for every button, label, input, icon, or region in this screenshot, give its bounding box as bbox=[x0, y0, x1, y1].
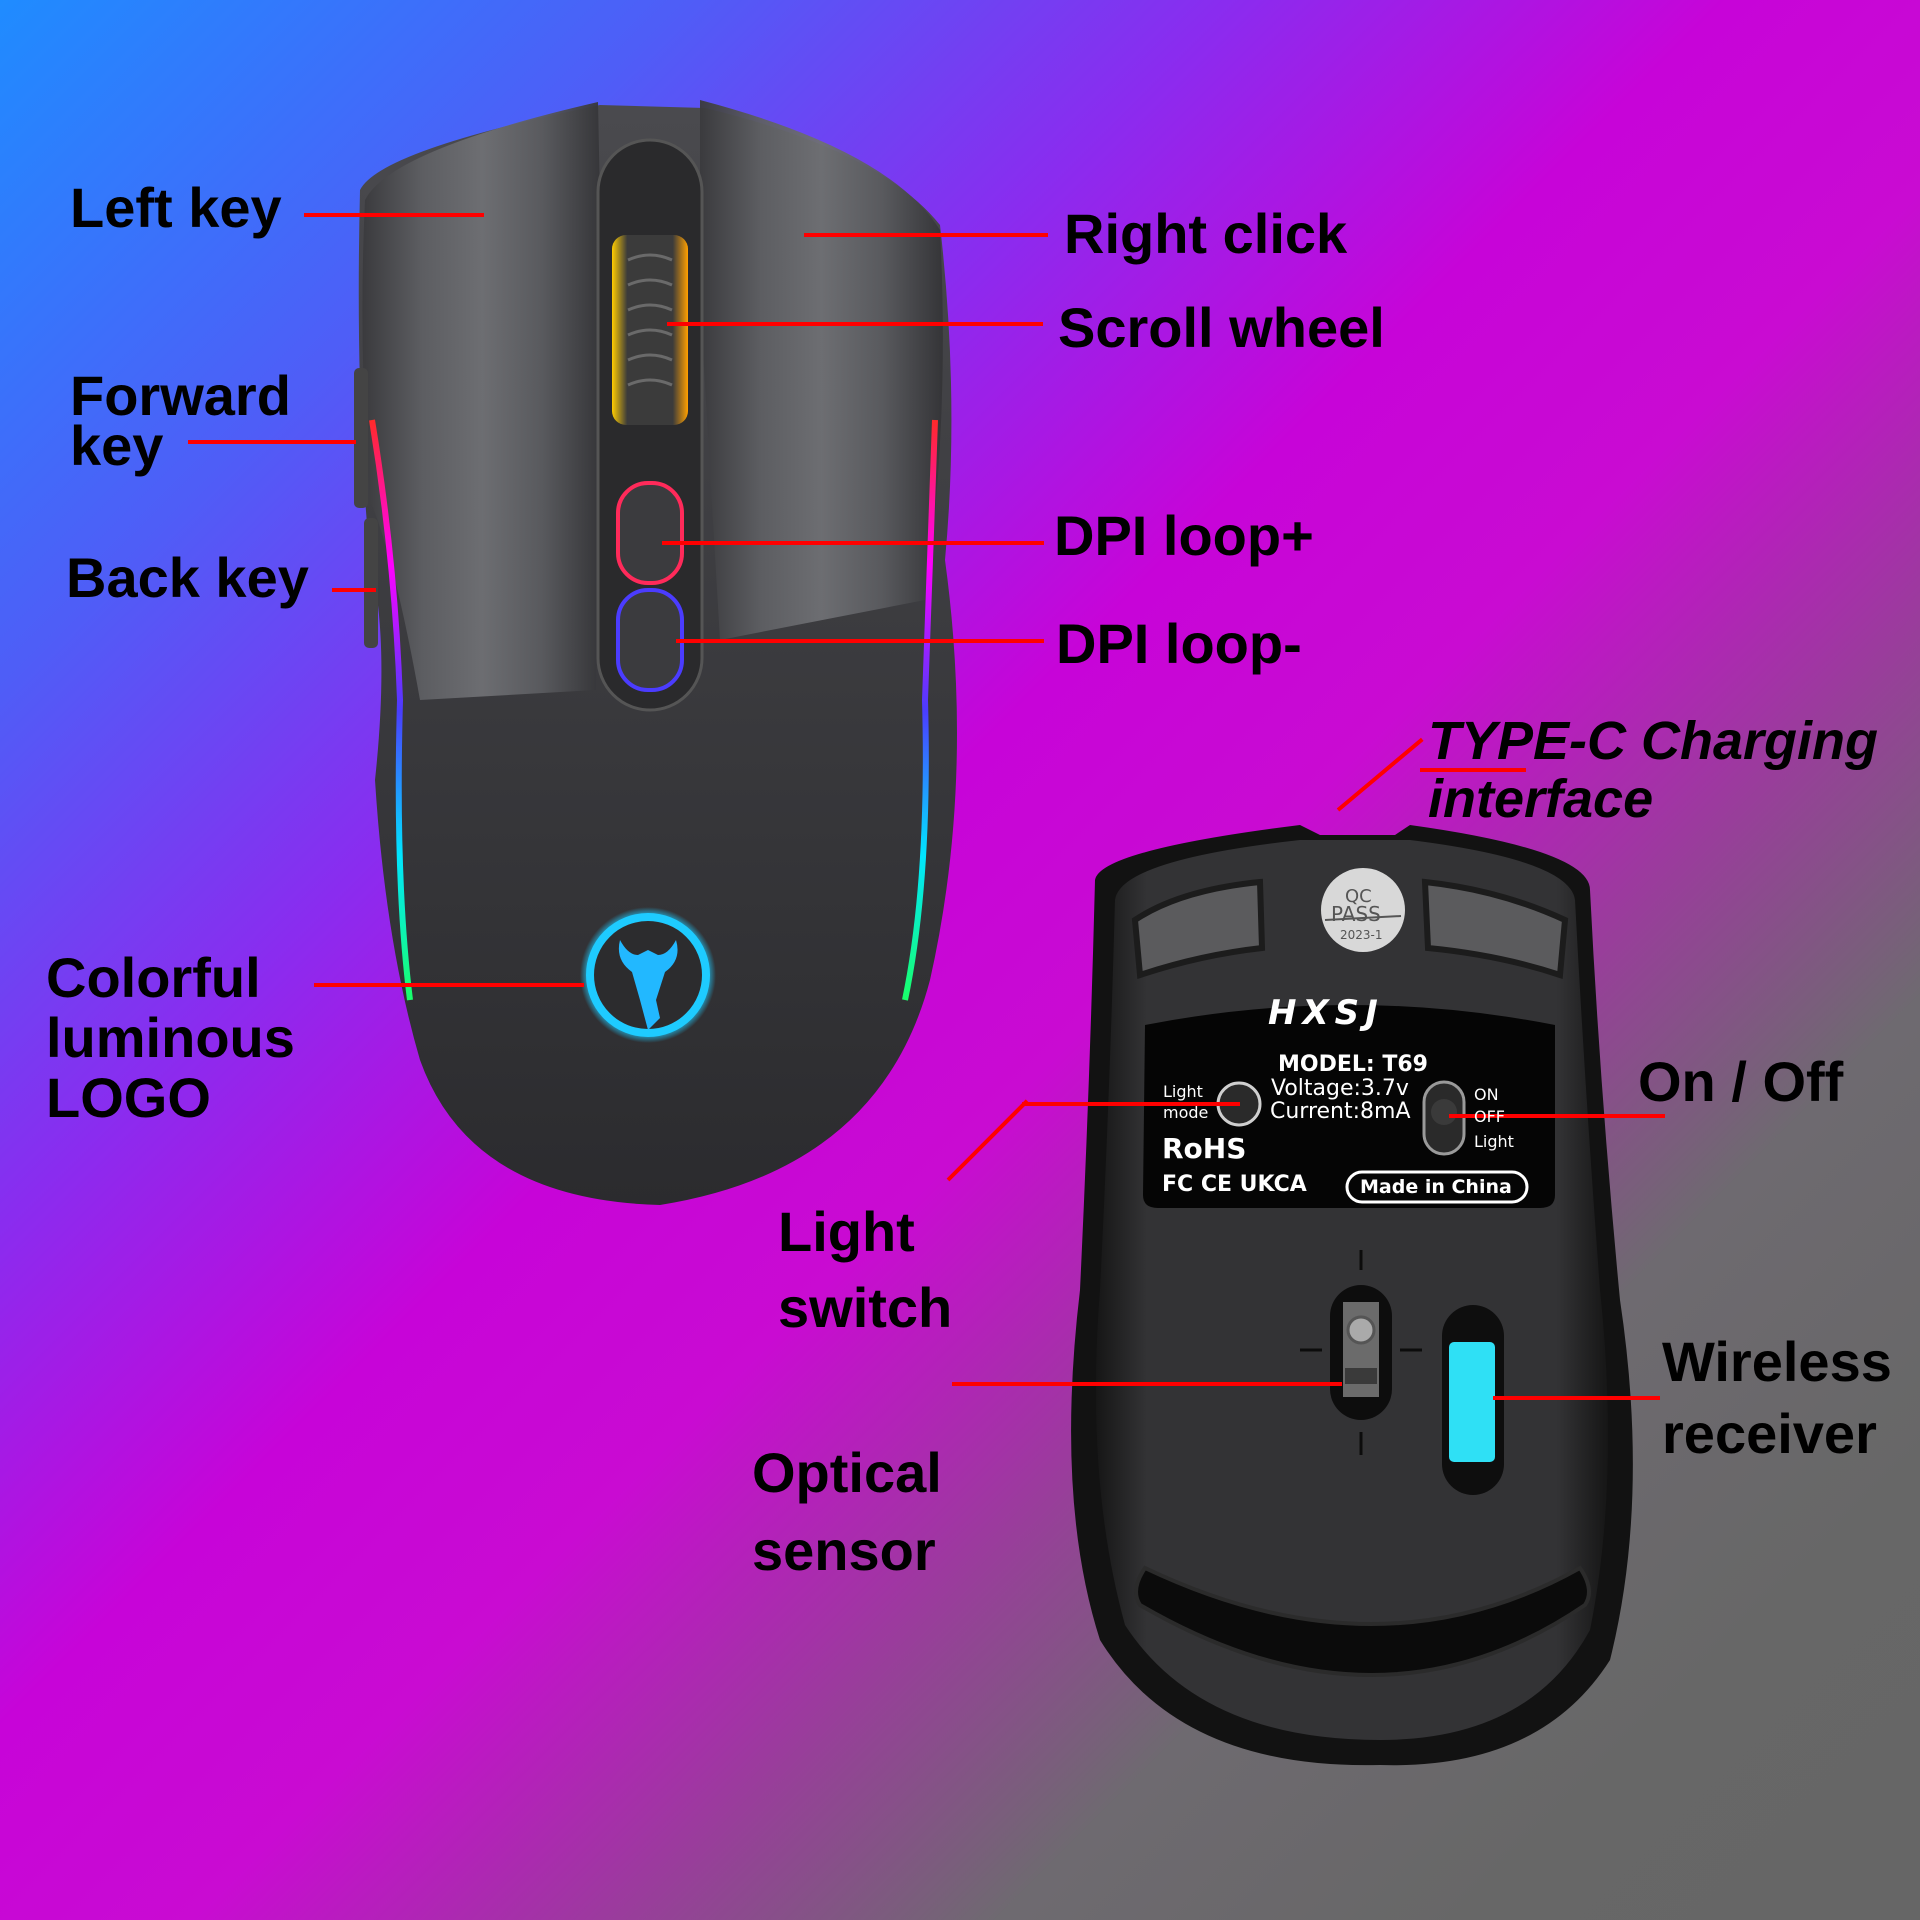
label-forward-key: Forward key bbox=[70, 368, 291, 474]
label-dpi-plus: DPI loop+ bbox=[1054, 504, 1314, 567]
left-button bbox=[362, 102, 602, 700]
back-side-button bbox=[364, 518, 378, 648]
label-on-off: On / Off bbox=[1638, 1050, 1844, 1113]
label-optical-sensor: Optical sensor bbox=[752, 1434, 942, 1590]
label-left-key: Left key bbox=[70, 176, 282, 239]
leader-forward-key bbox=[188, 440, 356, 444]
bottom-view-mouse bbox=[1071, 825, 1633, 1766]
leader-on-off bbox=[1449, 1114, 1665, 1118]
top-view-mouse bbox=[354, 100, 957, 1205]
leader-right-click bbox=[804, 233, 1048, 237]
qc-sticker-line2: PASS bbox=[1331, 902, 1381, 926]
nameplate-switch-light: Light bbox=[1474, 1132, 1514, 1151]
label-light-switch: Light switch bbox=[778, 1194, 952, 1346]
label-back-key: Back key bbox=[66, 546, 309, 609]
brand-logo-hxsj: HXSJ bbox=[1268, 993, 1384, 1033]
qc-sticker-line1: QC bbox=[1345, 886, 1372, 907]
front-right-glide-pad bbox=[1421, 878, 1569, 980]
leader-dpi-minus bbox=[676, 639, 1044, 643]
forward-side-button bbox=[354, 368, 368, 508]
leader-left-key bbox=[304, 213, 484, 217]
label-scroll-wheel: Scroll wheel bbox=[1058, 296, 1385, 359]
label-right-click: Right click bbox=[1064, 202, 1348, 265]
nameplate-switch-off: OFF bbox=[1474, 1107, 1505, 1126]
label-forward-key-line1: Forward bbox=[70, 364, 291, 427]
leader-dpi-plus bbox=[662, 541, 1044, 545]
label-logo-line2: luminous bbox=[46, 1006, 295, 1069]
label-light-switch-line1: Light bbox=[778, 1200, 915, 1263]
nameplate-model: MODEL: T69 bbox=[1278, 1052, 1428, 1077]
label-type-c-line2: interface bbox=[1428, 769, 1654, 829]
label-light-switch-line2: switch bbox=[778, 1276, 953, 1339]
leader-optical-sensor bbox=[952, 1382, 1342, 1386]
label-logo-line3: LOGO bbox=[46, 1066, 211, 1129]
qc-pass-sticker bbox=[1321, 868, 1405, 952]
dpi-plus-button bbox=[616, 481, 684, 585]
leader-light-switch bbox=[1022, 1102, 1240, 1106]
leader-back-key bbox=[332, 588, 376, 592]
label-wireless-line2: receiver bbox=[1662, 1402, 1877, 1465]
nameplate-voltage: Voltage:3.7v bbox=[1271, 1076, 1409, 1101]
nameplate-light-mode-line1: Light bbox=[1163, 1082, 1203, 1101]
right-rgb-strip bbox=[902, 419, 938, 1001]
label-optical-sensor-line2: sensor bbox=[752, 1519, 936, 1582]
nameplate-switch-on: ON bbox=[1474, 1085, 1499, 1104]
label-type-c-line1: TYPE-C Charging bbox=[1428, 711, 1879, 771]
nameplate-label bbox=[1143, 1005, 1555, 1208]
leader-scroll-wheel bbox=[667, 322, 1043, 326]
scorpion-icon bbox=[618, 940, 678, 1030]
front-left-glide-pad bbox=[1131, 878, 1266, 980]
qc-sticker-date: 2023-1 bbox=[1340, 928, 1383, 942]
label-wireless-line1: Wireless bbox=[1662, 1330, 1892, 1393]
label-forward-key-line2: key bbox=[70, 414, 164, 477]
left-rgb-strip bbox=[369, 419, 413, 1001]
rear-glide-pad bbox=[1134, 1565, 1591, 1677]
leader-type-c bbox=[1420, 768, 1526, 772]
nameplate-light-mode-line2: mode bbox=[1163, 1103, 1209, 1122]
leader-wireless-receiver bbox=[1493, 1396, 1660, 1400]
nameplate-current: Current:8mA bbox=[1270, 1099, 1411, 1124]
label-logo-line1: Colorful bbox=[46, 946, 261, 1009]
nameplate-certifications: FC CE UKCA bbox=[1162, 1172, 1307, 1197]
leader-logo bbox=[314, 983, 584, 987]
nameplate-rohs: RoHS bbox=[1162, 1132, 1247, 1165]
label-type-c: TYPE-C Charging interface bbox=[1428, 712, 1878, 828]
right-button bbox=[700, 100, 943, 640]
label-wireless-receiver: Wireless receiver bbox=[1662, 1326, 1892, 1470]
dpi-minus-button bbox=[616, 588, 684, 692]
label-dpi-minus: DPI loop- bbox=[1056, 612, 1302, 675]
nameplate-made-in-china: Made in China bbox=[1360, 1176, 1512, 1198]
wireless-receiver bbox=[1449, 1342, 1495, 1462]
label-colorful-logo: Colorful luminous LOGO bbox=[46, 948, 295, 1128]
label-optical-sensor-line1: Optical bbox=[752, 1441, 942, 1504]
